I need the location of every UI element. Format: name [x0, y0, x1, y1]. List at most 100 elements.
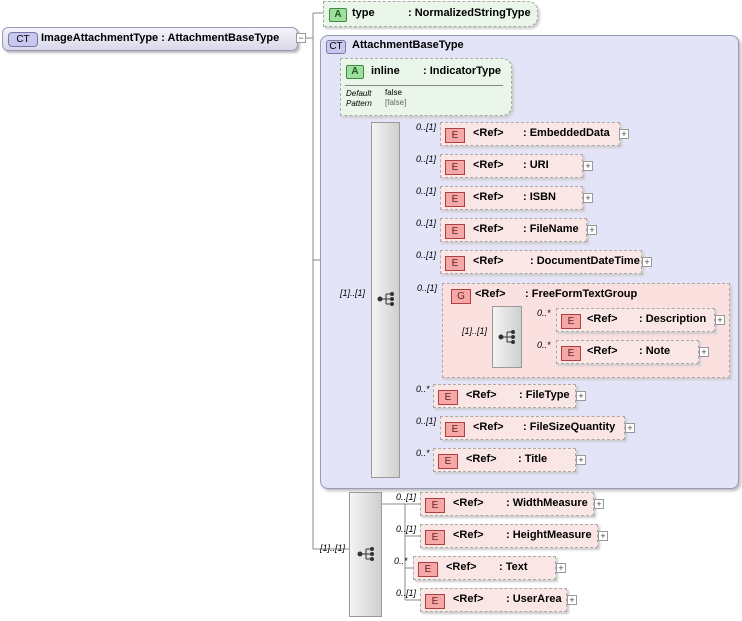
expand-toggle[interactable]: +	[587, 225, 597, 235]
element-cardinality: 0..[1]	[416, 250, 437, 260]
element-ref: <Ref>	[446, 561, 477, 573]
element-badge: E	[438, 390, 458, 405]
collapse-toggle[interactable]: −	[296, 33, 306, 43]
element-ref: <Ref>	[473, 255, 504, 267]
element-embedded-data[interactable]: E <Ref> : EmbeddedData	[440, 122, 620, 146]
element-file-type[interactable]: E <Ref> : FileType	[433, 384, 576, 408]
base-type-name: AttachmentBaseType	[352, 39, 464, 51]
element-ref: <Ref>	[587, 345, 618, 357]
element-cardinality: 0..[1]	[396, 492, 417, 502]
element-badge: E	[445, 128, 465, 143]
element-badge: E	[445, 422, 465, 437]
expand-toggle[interactable]: +	[576, 391, 586, 401]
group-cardinality: 0..[1]	[417, 283, 438, 293]
element-description[interactable]: E <Ref> : Description	[556, 308, 715, 332]
element-cardinality: 0..*	[537, 308, 551, 318]
sequence-cardinality: [1]..[1]	[340, 288, 366, 298]
group-ref: <Ref>	[475, 288, 506, 300]
element-badge: E	[425, 594, 445, 609]
expand-toggle[interactable]: +	[583, 161, 593, 171]
element-ref: <Ref>	[473, 191, 504, 203]
root-complex-type[interactable]: CT ImageAttachmentType : AttachmentBaseT…	[2, 27, 298, 51]
element-type: : FileName	[523, 223, 579, 235]
complex-type-badge: CT	[8, 32, 38, 47]
sequence-cardinality: [1]..[1]	[320, 543, 346, 553]
element-cardinality: 0..[1]	[396, 588, 417, 598]
expand-toggle[interactable]: +	[594, 499, 604, 509]
element-type: : FileType	[519, 389, 570, 401]
expand-toggle[interactable]: +	[715, 315, 725, 325]
element-badge: E	[438, 454, 458, 469]
group-badge: G	[451, 289, 471, 304]
attribute-badge: A	[346, 65, 364, 79]
expand-toggle[interactable]: +	[625, 423, 635, 433]
element-file-size-quantity[interactable]: E <Ref> : FileSizeQuantity	[440, 416, 625, 440]
sequence-icon	[498, 330, 515, 344]
element-width-measure[interactable]: E <Ref> : WidthMeasure	[420, 492, 594, 516]
element-type: : FileSizeQuantity	[523, 421, 616, 433]
element-user-area[interactable]: E <Ref> : UserArea	[420, 588, 567, 612]
element-type: : DocumentDateTime	[530, 255, 640, 267]
attribute-type-name: : NormalizedStringType	[408, 7, 531, 19]
element-badge: E	[418, 562, 438, 577]
element-isbn[interactable]: E <Ref> : ISBN	[440, 186, 583, 210]
expand-toggle[interactable]: +	[583, 193, 593, 203]
element-ref: <Ref>	[453, 497, 484, 509]
element-type: : HeightMeasure	[506, 529, 592, 541]
attribute-inline[interactable]: A inline : IndicatorType Default false P…	[340, 58, 512, 116]
expand-toggle[interactable]: +	[567, 595, 577, 605]
element-cardinality: 0..[1]	[416, 154, 437, 164]
element-document-date-time[interactable]: E <Ref> : DocumentDateTime	[440, 250, 642, 274]
element-ref: <Ref>	[473, 421, 504, 433]
element-cardinality: 0..*	[416, 448, 430, 458]
element-badge: E	[425, 530, 445, 545]
sequence-icon	[357, 547, 374, 561]
element-badge: E	[445, 160, 465, 175]
attribute-type[interactable]: A type : NormalizedStringType	[323, 1, 538, 27]
element-type: : Text	[499, 561, 528, 573]
complex-type-badge: CT	[326, 40, 346, 54]
element-text[interactable]: E <Ref> : Text	[413, 556, 556, 580]
attribute-name: inline	[371, 65, 400, 77]
expand-toggle[interactable]: +	[598, 531, 608, 541]
element-type: : URI	[523, 159, 549, 171]
element-type: : Note	[639, 345, 671, 357]
element-type: : WidthMeasure	[506, 497, 588, 509]
element-type: : UserArea	[506, 593, 562, 605]
expand-toggle[interactable]: +	[576, 455, 586, 465]
element-note[interactable]: E <Ref> : Note	[556, 340, 699, 364]
element-ref: <Ref>	[453, 529, 484, 541]
element-type: : ISBN	[523, 191, 556, 203]
default-label: Default	[346, 89, 372, 98]
sequence-compositor[interactable]	[371, 122, 400, 478]
element-badge: E	[445, 224, 465, 239]
element-file-name[interactable]: E <Ref> : FileName	[440, 218, 587, 242]
element-title[interactable]: E <Ref> : Title	[433, 448, 576, 472]
group-type: : FreeFormTextGroup	[525, 288, 638, 300]
outer-sequence-compositor[interactable]	[349, 492, 382, 617]
element-badge: E	[561, 346, 581, 361]
expand-toggle[interactable]: +	[556, 563, 566, 573]
element-cardinality: 0..*	[394, 556, 408, 566]
group-sequence-compositor[interactable]	[492, 306, 522, 368]
element-height-measure[interactable]: E <Ref> : HeightMeasure	[420, 524, 598, 548]
expand-toggle[interactable]: +	[699, 347, 709, 357]
element-type: : Title	[518, 453, 548, 465]
element-badge: E	[561, 314, 581, 329]
element-cardinality: 0..*	[416, 384, 430, 394]
element-cardinality: 0..[1]	[396, 524, 417, 534]
element-ref: <Ref>	[453, 593, 484, 605]
element-badge: E	[425, 498, 445, 513]
element-uri[interactable]: E <Ref> : URI	[440, 154, 583, 178]
element-ref: <Ref>	[466, 453, 497, 465]
pattern-label: Pattern	[346, 99, 372, 108]
expand-toggle[interactable]: +	[642, 257, 652, 267]
element-ref: <Ref>	[466, 389, 497, 401]
element-ref: <Ref>	[587, 313, 618, 325]
pattern-value: [false]	[385, 98, 407, 107]
sequence-cardinality: [1]..[1]	[462, 326, 488, 336]
root-type-name: ImageAttachmentType : AttachmentBaseType	[41, 32, 280, 44]
expand-toggle[interactable]: +	[619, 129, 629, 139]
element-cardinality: 0..[1]	[416, 416, 437, 426]
element-cardinality: 0..*	[537, 340, 551, 350]
